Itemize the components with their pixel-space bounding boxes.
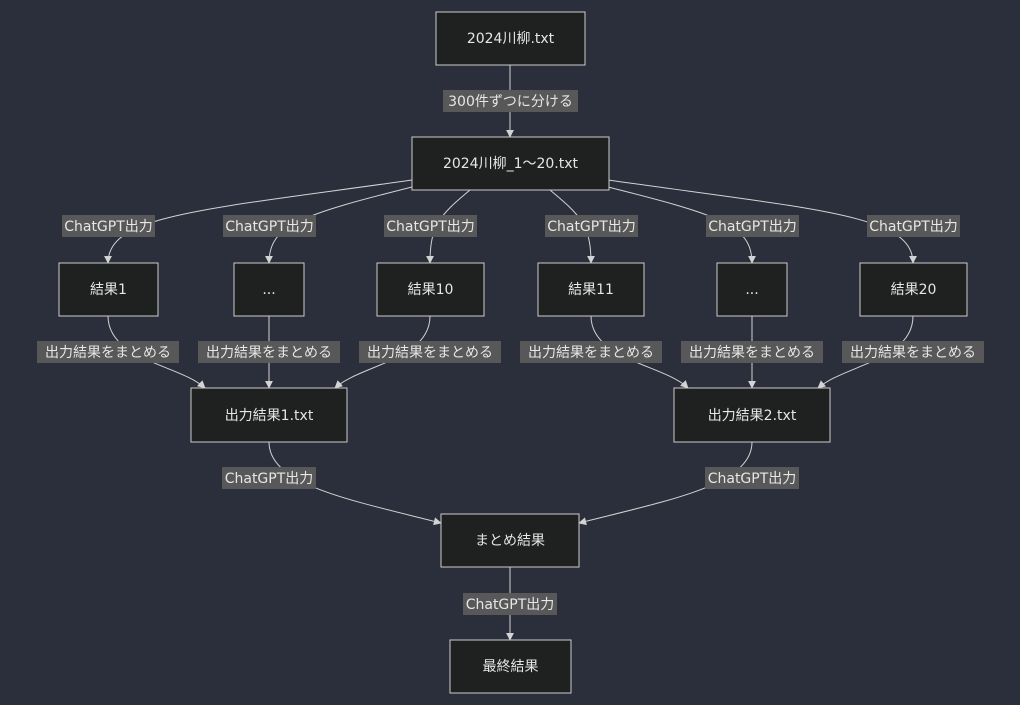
node-output1: 出力結果1.txt <box>190 387 348 443</box>
svg-text:出力結果をまとめる: 出力結果をまとめる <box>850 345 976 361</box>
svg-text:2024川柳_1〜20.txt: 2024川柳_1〜20.txt <box>443 155 579 172</box>
node-result1: 結果1 <box>58 262 159 317</box>
svg-text:まとめ結果: まとめ結果 <box>475 533 545 549</box>
edge-label-chatgpt-result20: ChatGPT出力 <box>867 215 960 237</box>
edge-label-summarize-dots1: 出力結果をまとめる <box>198 341 340 363</box>
svg-text:出力結果をまとめる: 出力結果をまとめる <box>206 345 332 361</box>
svg-text:結果10: 結果10 <box>408 282 454 298</box>
svg-text:ChatGPT出力: ChatGPT出力 <box>225 471 314 487</box>
svg-text:結果20: 結果20 <box>891 282 937 298</box>
edge-label-summarize-result11: 出力結果をまとめる <box>520 341 662 363</box>
edge-label-chatgpt-result1: ChatGPT出力 <box>62 215 155 237</box>
edge-output2-to-summary <box>578 441 753 526</box>
svg-text:ChatGPT出力: ChatGPT出力 <box>708 471 797 487</box>
svg-text:ChatGPT出力: ChatGPT出力 <box>869 219 958 235</box>
node-source-file: 2024川柳.txt <box>435 11 586 66</box>
node-result20: 結果20 <box>859 262 968 317</box>
svg-text:結果11: 結果11 <box>568 282 614 298</box>
node-final: 最終結果 <box>449 639 572 694</box>
node-result11: 結果11 <box>537 262 645 317</box>
svg-text:2024川柳.txt: 2024川柳.txt <box>467 30 555 47</box>
edge-label-split-text: 300件ずつに分ける <box>448 94 573 110</box>
edge-label-chatgpt-dots1: ChatGPT出力 <box>223 215 316 237</box>
edge-split-to-result1 <box>104 179 413 264</box>
edge-label-summarize-result1: 出力結果をまとめる <box>37 341 179 363</box>
edge-label-summarize-result20: 出力結果をまとめる <box>842 341 984 363</box>
svg-text:...: ... <box>745 282 758 298</box>
svg-text:出力結果2.txt: 出力結果2.txt <box>708 408 797 424</box>
node-split-files: 2024川柳_1〜20.txt <box>411 136 610 191</box>
edge-label-summarize-result10: 出力結果をまとめる <box>359 341 501 363</box>
edge-label-chatgpt-output1: ChatGPT出力 <box>222 467 316 489</box>
node-dots2: ... <box>716 262 788 317</box>
edge-label-chatgpt-output2: ChatGPT出力 <box>705 467 799 489</box>
svg-text:結果1: 結果1 <box>90 282 127 298</box>
edge-label-chatgpt-dots2: ChatGPT出力 <box>706 215 799 237</box>
svg-text:出力結果をまとめる: 出力結果をまとめる <box>528 345 654 361</box>
edge-label-chatgpt-summary: ChatGPT出力 <box>463 593 557 615</box>
node-output2: 出力結果2.txt <box>673 387 831 443</box>
svg-text:ChatGPT出力: ChatGPT出力 <box>225 219 314 235</box>
svg-text:...: ... <box>262 282 275 298</box>
edge-output1-to-summary <box>268 441 442 526</box>
svg-text:ChatGPT出力: ChatGPT出力 <box>386 219 475 235</box>
edge-split-to-result20 <box>607 179 917 264</box>
svg-text:出力結果1.txt: 出力結果1.txt <box>225 408 314 424</box>
svg-text:出力結果をまとめる: 出力結果をまとめる <box>45 345 171 361</box>
edge-label-chatgpt-result10: ChatGPT出力 <box>384 215 477 237</box>
node-dots1: ... <box>233 262 305 317</box>
svg-text:最終結果: 最終結果 <box>483 659 539 675</box>
node-summary: まとめ結果 <box>440 513 580 568</box>
edge-label-split: 300件ずつに分ける <box>443 90 578 112</box>
svg-text:ChatGPT出力: ChatGPT出力 <box>64 219 153 235</box>
svg-text:出力結果をまとめる: 出力結果をまとめる <box>689 345 815 361</box>
edge-label-summarize-dots2: 出力結果をまとめる <box>681 341 823 363</box>
edge-label-chatgpt-result11: ChatGPT出力 <box>545 215 638 237</box>
svg-text:ChatGPT出力: ChatGPT出力 <box>708 219 797 235</box>
svg-text:ChatGPT出力: ChatGPT出力 <box>466 597 555 613</box>
node-result10: 結果10 <box>376 262 485 317</box>
svg-text:出力結果をまとめる: 出力結果をまとめる <box>367 345 493 361</box>
svg-text:ChatGPT出力: ChatGPT出力 <box>547 219 636 235</box>
